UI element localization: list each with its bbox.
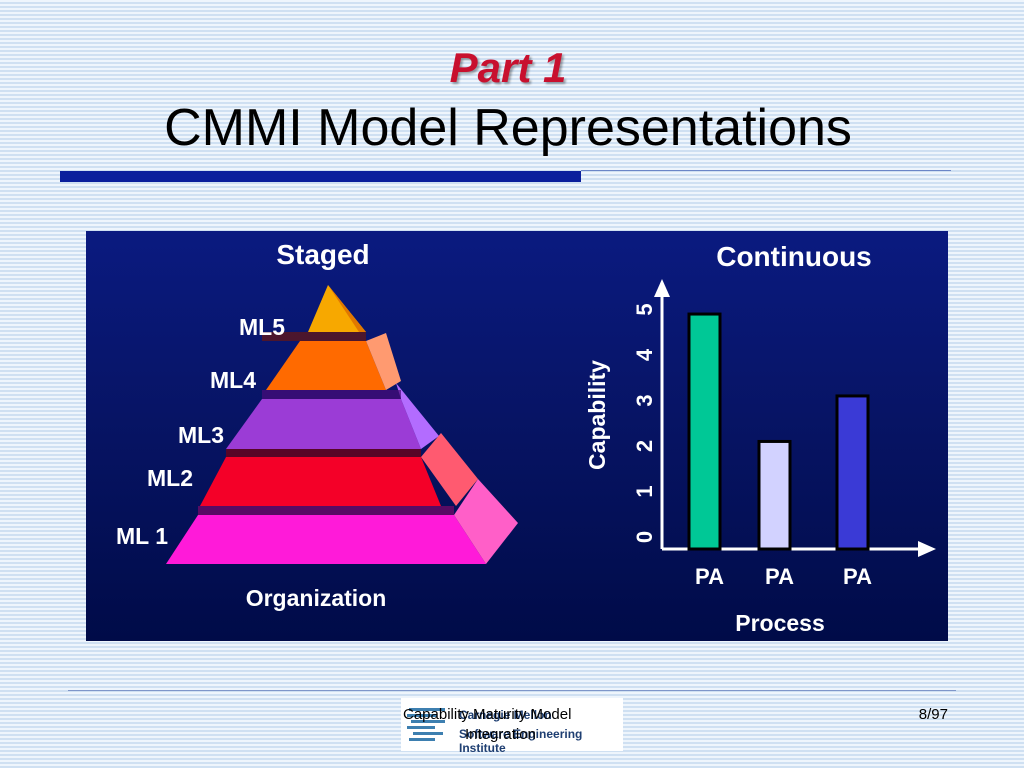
- pyramid-ml2-side: [421, 433, 478, 506]
- title-rule-thin: [581, 170, 951, 171]
- pyramid-ml1-side: [454, 479, 518, 564]
- bar-group: PA PA PA: [687, 312, 872, 589]
- sei-logo: Carnegie Mellon Software Engineering Ins…: [401, 698, 623, 755]
- pyramid-ml4: [266, 341, 386, 390]
- pyramid-ml3: [226, 399, 421, 449]
- slide-title: CMMI Model Representations: [164, 99, 852, 157]
- diagram-svg: Staged ML5 ML4 ML3 ML2: [116, 239, 936, 636]
- staged-heading: Staged: [276, 239, 369, 270]
- y-tick-labels: 0 1 2 3 4 5: [632, 303, 657, 543]
- y-tick-4: 4: [632, 348, 657, 361]
- y-tick-5: 5: [632, 303, 657, 315]
- pyramid-ml2: [200, 457, 441, 506]
- footer-caption-line-1: Capability Maturity Model: [403, 706, 572, 723]
- level-label-ml5: ML5: [239, 314, 285, 340]
- bar-label-pa-1: PA: [695, 564, 724, 589]
- logo-line-2: Software Engineering Institute: [459, 727, 583, 755]
- footer-caption: Capability Maturity Model Integration: [403, 705, 571, 745]
- process-axis-label: Process: [735, 610, 825, 636]
- footer-rule: [68, 690, 956, 691]
- bar-pa-2: [757, 439, 792, 551]
- pyramid-gap-1: [262, 332, 366, 341]
- sei-logo-icon: [407, 708, 445, 741]
- bar-label-pa-2: PA: [765, 564, 794, 589]
- part-label: Part 1: [449, 44, 567, 91]
- y-tick-3: 3: [632, 394, 657, 406]
- title-rule-thick: [60, 171, 581, 182]
- level-label-ml3: ML3: [178, 422, 224, 448]
- capability-axis-label: Capability: [584, 360, 610, 470]
- level-label-ml1: ML 1: [116, 523, 168, 549]
- pyramid-gap-2: [262, 390, 401, 399]
- continuous-heading: Continuous: [716, 241, 872, 272]
- level-label-ml2: ML2: [147, 465, 193, 491]
- y-tick-1: 1: [632, 485, 657, 497]
- bar-pa-3: [835, 394, 870, 551]
- y-axis-arrow: [654, 279, 670, 297]
- page-number: 8/97: [918, 706, 948, 723]
- bar-pa-1: [687, 312, 722, 551]
- diagram-panel: Staged ML5 ML4 ML3 ML2: [86, 231, 948, 641]
- bar-label-pa-3: PA: [843, 564, 872, 589]
- x-axis-arrow: [918, 541, 936, 557]
- y-tick-0: 0: [632, 531, 657, 543]
- level-label-ml4: ML4: [210, 367, 256, 393]
- pyramid-gap-3: [226, 449, 421, 457]
- logo-line-1: Carnegie Mellon: [459, 708, 552, 722]
- pyramid-gap-4: [198, 506, 454, 515]
- organization-label: Organization: [246, 585, 387, 611]
- pyramid-ml4-side: [366, 333, 401, 390]
- pyramid-ml5-shade: [328, 285, 366, 332]
- footer-caption-line-2: Integration: [465, 726, 536, 743]
- pyramid-ml1: [166, 515, 486, 564]
- pyramid-ml3-side: [396, 383, 439, 449]
- y-tick-2: 2: [632, 440, 657, 452]
